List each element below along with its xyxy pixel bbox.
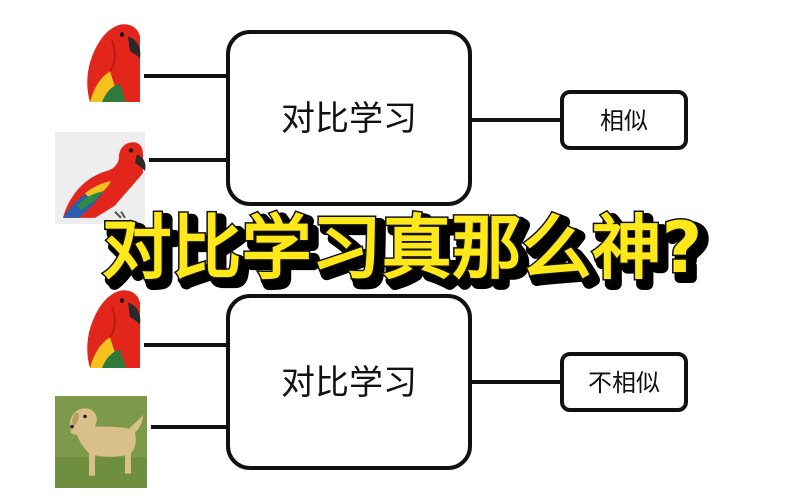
headline-shadow: 对比学习真那么神? <box>108 213 709 295</box>
comparison-pair-1: 对比学习 相似 <box>53 8 688 226</box>
result-box <box>560 90 688 150</box>
process-label: 对比学习 <box>281 363 417 403</box>
comparison-pair-2: 对比学习 不相似 <box>55 274 688 488</box>
headline-text: 对比学习真那么神? <box>102 207 703 289</box>
process-label: 对比学习 <box>281 99 417 139</box>
parrot-icon <box>58 8 142 104</box>
result-box <box>560 352 688 412</box>
dog-icon <box>55 396 147 488</box>
result-label: 相似 <box>600 107 648 135</box>
headline: 对比学习真那么神?对比学习真那么神? <box>100 206 713 301</box>
result-label: 不相似 <box>588 369 660 397</box>
